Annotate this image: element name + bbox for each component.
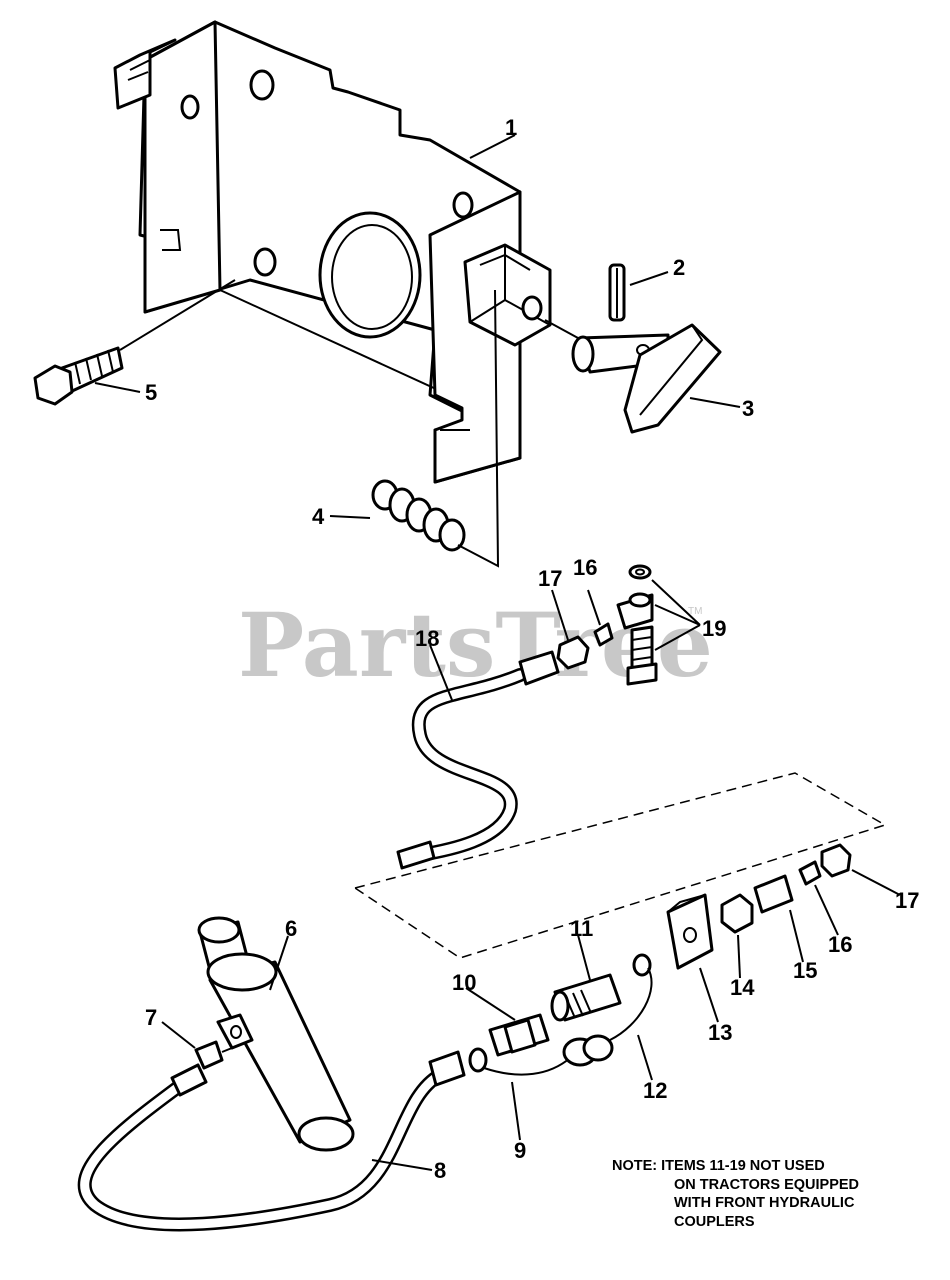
spring [371, 479, 466, 552]
label-part-14: 14 [730, 975, 755, 1000]
dust-cap-female [582, 953, 653, 1062]
leader-lines [94, 134, 901, 1171]
usage-note: NOTE: ITEMS 11-19 NOT USED ON TRACTORS E… [612, 1157, 932, 1231]
label-part-4: 4 [312, 504, 325, 529]
nut-top [556, 635, 590, 670]
coupler-bracket [666, 893, 714, 970]
cylinder-fitting [194, 1040, 224, 1070]
t-handle-pin [571, 323, 722, 434]
label-part-17-bottom: 17 [895, 888, 919, 913]
label-part-2: 2 [673, 255, 685, 280]
mounting-bracket [113, 20, 552, 484]
label-part-15: 15 [793, 958, 817, 983]
label-part-10: 10 [452, 970, 476, 995]
label-part-8: 8 [434, 1158, 446, 1183]
hydraulic-hose-lower [77, 1050, 466, 1232]
hydraulic-hose-upper [396, 650, 560, 870]
note-line-3: WITH FRONT HYDRAULIC [674, 1195, 855, 1211]
female-coupler [550, 973, 622, 1022]
label-part-11: 11 [570, 916, 593, 941]
roll-pin [608, 263, 626, 322]
label-part-16-top: 16 [573, 555, 597, 580]
label-part-3: 3 [742, 396, 754, 421]
label-part-18: 18 [415, 626, 439, 651]
label-part-7: 7 [145, 1005, 157, 1030]
label-part-9: 9 [514, 1138, 526, 1163]
label-part-1: 1 [505, 115, 517, 140]
label-part-5: 5 [145, 380, 157, 405]
tee-fitting-assembly [616, 564, 658, 686]
label-part-12: 12 [643, 1078, 667, 1103]
watermark-trademark: TM [688, 606, 702, 617]
male-coupler [488, 1013, 550, 1057]
note-line-1: NOTE: ITEMS 11-19 NOT USED [612, 1158, 825, 1174]
bulkhead-adapter [753, 874, 794, 914]
label-part-16-bottom: 16 [828, 932, 852, 957]
nut-bottom [820, 843, 852, 878]
note-line-4: COUPLERS [674, 1213, 755, 1230]
label-part-6: 6 [285, 916, 297, 941]
hex-bolt [33, 346, 124, 406]
label-part-17-top: 17 [538, 566, 562, 591]
ferrule-top [593, 622, 614, 647]
label-part-19: 19 [702, 616, 726, 641]
label-part-13: 13 [708, 1020, 732, 1045]
hydraulic-cylinder [197, 916, 355, 1152]
ferrule-bottom [798, 860, 822, 886]
note-line-2: ON TRACTORS EQUIPPED [674, 1176, 860, 1193]
jam-nut [720, 893, 754, 934]
